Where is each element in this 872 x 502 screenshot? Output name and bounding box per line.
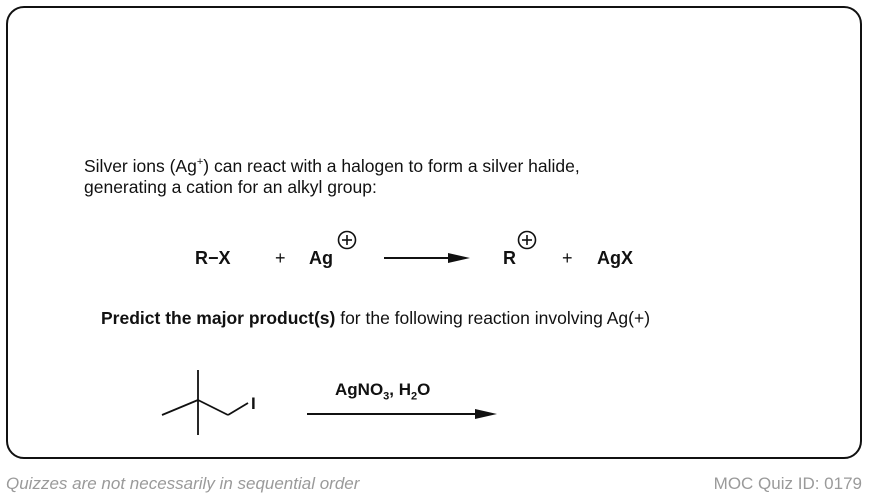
reactant-ag: Ag (309, 248, 333, 268)
quiz-card (6, 6, 862, 459)
plus-charge-icon (517, 230, 537, 250)
general-reaction: R−X + Ag R + AgX (0, 225, 872, 285)
reagent-label: AgNO3, H2O (335, 380, 430, 402)
reagent-sub2: 2 (411, 390, 418, 403)
reactant-rx: R−X (195, 248, 231, 268)
plus-sign-1: + (275, 248, 286, 268)
reagent-c: O (417, 380, 431, 399)
intro-line1-sup: + (196, 156, 204, 168)
intro-text: Silver ions (Ag+) can react with a halog… (84, 152, 784, 198)
plus-sign-2: + (562, 248, 573, 268)
reagent-b: , H (389, 380, 412, 399)
intro-line1-a: Silver ions (Ag (84, 156, 197, 176)
plus-charge-icon (337, 230, 357, 250)
intro-line1-b: ) can react with a halogen to form a sil… (203, 156, 580, 176)
reagent-a: AgNO (335, 380, 384, 399)
neopentyl-iodide-structure: I (161, 370, 256, 435)
footer-note: Quizzes are not necessarily in sequentia… (6, 474, 360, 493)
question-text: Predict the major product(s) for the fol… (101, 308, 650, 329)
intro-line2: generating a cation for an alkyl group: (84, 177, 377, 197)
iodine-label: I (251, 394, 256, 413)
reagent-sub1: 3 (383, 390, 390, 403)
question-rest: for the following reaction involving Ag(… (335, 308, 651, 328)
question-bold: Predict the major product(s) (101, 308, 336, 328)
product-r: R (503, 248, 516, 268)
reaction-arrow-icon (384, 253, 470, 263)
reaction-arrow-icon (307, 409, 497, 419)
product-agx: AgX (597, 248, 633, 268)
quiz-id: MOC Quiz ID: 0179 (713, 474, 862, 493)
